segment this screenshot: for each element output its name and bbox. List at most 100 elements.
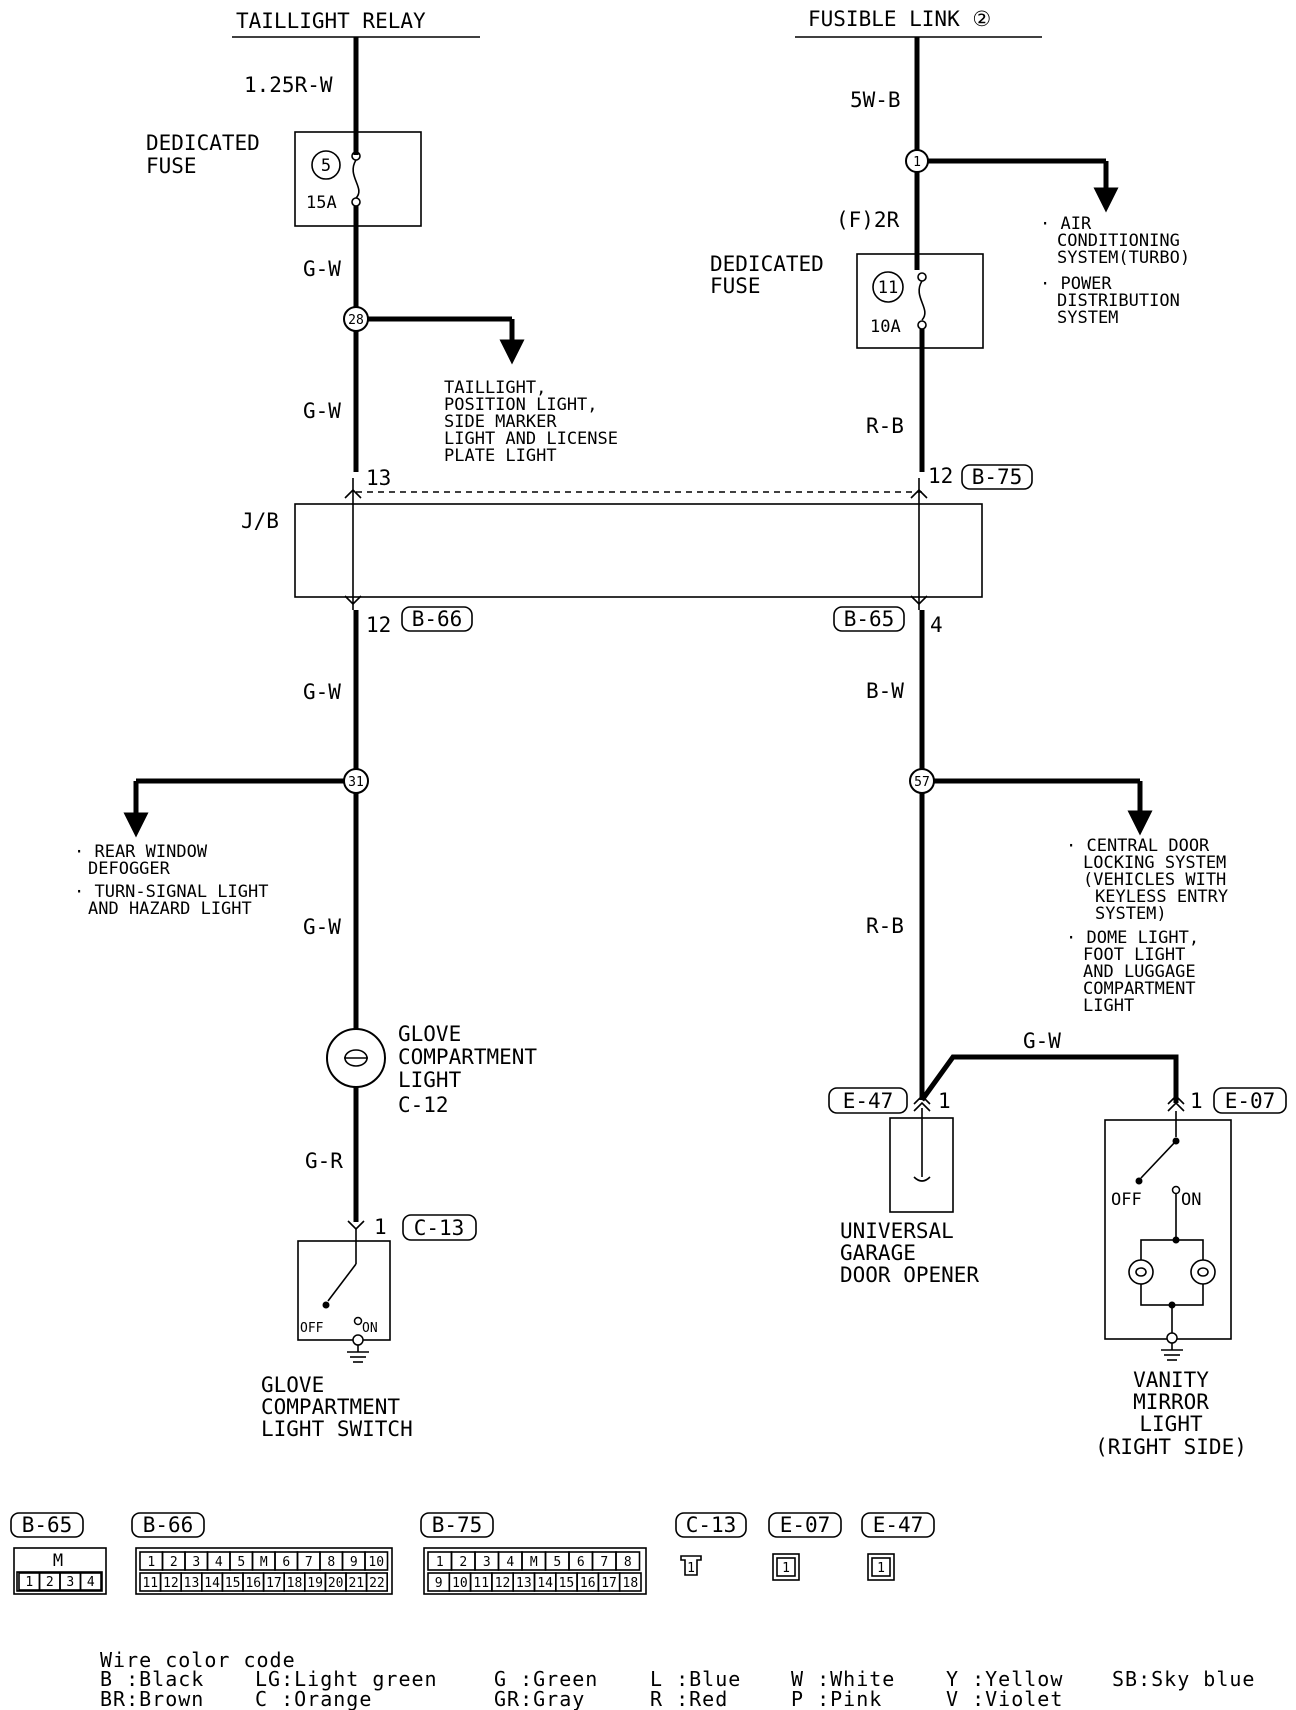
connector-c13: C-13 1 xyxy=(675,1512,747,1576)
b66-pin-15: 15 xyxy=(225,1576,241,1591)
splice-28-label: 28 xyxy=(348,313,364,328)
wire-label-right-top: 5W-B xyxy=(850,88,901,112)
b66-pin-4: 4 xyxy=(215,1555,223,1570)
legend-g: G :Green xyxy=(494,1667,598,1691)
vanity-connector: E-07 xyxy=(1225,1089,1276,1113)
b75-pin-7: 7 xyxy=(600,1555,608,1570)
vanity-mirror-light: 1 E-07 OFF ON VANITY MI xyxy=(1095,1087,1287,1459)
b65-pin-1: 1 xyxy=(25,1575,33,1590)
b66-pin-9: 9 xyxy=(350,1555,358,1570)
b66-pin-12: 12 xyxy=(163,1576,179,1591)
b75-pin-key: M xyxy=(530,1555,538,1570)
b66-pin-5: 5 xyxy=(237,1555,245,1570)
b75-pin-4: 4 xyxy=(506,1555,514,1570)
vanity-pin: 1 xyxy=(1190,1089,1203,1113)
jb-left-out-connector: B-66 xyxy=(412,607,463,631)
connector-c13-label: C-13 xyxy=(686,1513,737,1537)
branch-1-line-2: CONDITIONING xyxy=(1057,231,1180,251)
glove-light-line-4: C-12 xyxy=(398,1093,449,1117)
branch-central-door: · CENTRAL DOOR LOCKING SYSTEM (VEHICLES … xyxy=(1066,836,1228,1016)
branch-28-line-4: LIGHT AND LICENSE xyxy=(444,429,618,449)
vanity-off: OFF xyxy=(1111,1190,1142,1210)
b75-pin-16: 16 xyxy=(580,1576,596,1591)
wire-label-left-after-jb: G-W xyxy=(303,680,341,704)
b75-pin-15: 15 xyxy=(559,1576,575,1591)
branch-57-line-8: AND LUGGAGE xyxy=(1083,962,1196,982)
b65-pin-2: 2 xyxy=(46,1575,54,1590)
opener-line-1: UNIVERSAL xyxy=(840,1219,954,1243)
b66-pin-20: 20 xyxy=(328,1576,344,1591)
legend-sb: SB:Sky blue xyxy=(1112,1667,1255,1691)
vanity-line-3: LIGHT xyxy=(1139,1412,1203,1436)
glove-switch-on: ON xyxy=(362,1321,378,1336)
glove-compartment-light: GLOVE COMPARTMENT LIGHT C-12 xyxy=(326,1022,537,1117)
connector-e47: E-47 1 xyxy=(861,1512,935,1581)
branch-1-line-4: · POWER xyxy=(1040,274,1112,294)
b66-pin-19: 19 xyxy=(307,1576,323,1591)
left-fuse-rating: 15A xyxy=(306,193,337,213)
header-fusible-link: FUSIBLE LINK ② xyxy=(795,7,1042,38)
vanity-line-2: MIRROR xyxy=(1133,1390,1209,1414)
splice-57: 57 xyxy=(909,768,1153,836)
b66-pin-2: 2 xyxy=(170,1555,178,1570)
b75-pin-10: 10 xyxy=(452,1576,468,1591)
legend-w: W :White xyxy=(791,1667,895,1691)
left-fuse-number: 5 xyxy=(321,156,331,176)
b75-pin-3: 3 xyxy=(483,1555,491,1570)
connector-b65-key: M xyxy=(53,1551,63,1571)
wire-label-right-fuse-in: (F)2R xyxy=(836,208,900,232)
glove-switch-line-2: COMPARTMENT xyxy=(261,1395,400,1419)
b75-pin-18: 18 xyxy=(623,1576,639,1591)
glove-switch-line-1: GLOVE xyxy=(261,1373,324,1397)
b66-pin-key: M xyxy=(260,1555,268,1570)
right-fuse-label-2: FUSE xyxy=(710,274,761,298)
right-fuse-rating: 10A xyxy=(870,317,901,337)
universal-garage-door-opener: E-47 1 UNIVERSAL GARAGE DOOR OPENER xyxy=(828,1087,979,1287)
b66-pin-16: 16 xyxy=(245,1576,261,1591)
opener-connector: E-47 xyxy=(843,1089,894,1113)
b66-pin-17: 17 xyxy=(266,1576,282,1591)
b65-pin-4-cell xyxy=(79,1572,102,1591)
splice-1-label: 1 xyxy=(913,155,921,170)
b65-pin-4: 4 xyxy=(87,1575,95,1590)
jb-label: J/B xyxy=(241,509,279,533)
jb-left-out-pin: 12 xyxy=(366,613,391,637)
branch-57-line-5: SYSTEM) xyxy=(1095,904,1167,924)
splice-31: 31 xyxy=(123,768,369,838)
right-dedicated-fuse: DEDICATED FUSE 11 10A xyxy=(710,252,984,349)
jb-right-out-pin: 4 xyxy=(930,613,943,637)
right-fuse-number: 11 xyxy=(878,278,898,298)
left-fuse-label-2: FUSE xyxy=(146,154,197,178)
b66-pin-1: 1 xyxy=(147,1555,155,1570)
left-lower-circuit: G-W 31 · REAR WINDOW DEFOGGER · TURN-SIG… xyxy=(74,610,537,1441)
glove-light-line-3: LIGHT xyxy=(398,1068,462,1092)
legend-title: Wire color code xyxy=(100,1648,296,1672)
fusible-link-label: FUSIBLE LINK ② xyxy=(808,7,991,31)
b66-pin-7: 7 xyxy=(305,1555,313,1570)
b75-pin-9: 9 xyxy=(435,1576,443,1591)
legend-lg: LG:Light green xyxy=(255,1667,438,1691)
b66-pin-3: 3 xyxy=(192,1555,200,1570)
glove-compartment-switch: 1 C-13 OFF ON GLOVE COMPARTMENT LIGHT SW… xyxy=(261,1214,477,1441)
glove-switch-off: OFF xyxy=(300,1321,324,1336)
b75-pin-13: 13 xyxy=(516,1576,532,1591)
legend-y: Y :Yellow xyxy=(946,1667,1063,1691)
left-circuit: 1.25R-W DEDICATED FUSE 5 15A G-W 28 TAIL… xyxy=(146,37,618,472)
wire-label-right-after-jb: B-W xyxy=(866,679,904,703)
branch-28-line-2: POSITION LIGHT, xyxy=(444,395,598,415)
b75-pin-12: 12 xyxy=(495,1576,511,1591)
branch-57-line-10: LIGHT xyxy=(1083,996,1134,1016)
b66-pin-13: 13 xyxy=(184,1576,200,1591)
branch-1-line-3: SYSTEM(TURBO) xyxy=(1057,248,1190,268)
wire-label-left-top: 1.25R-W xyxy=(244,73,333,97)
branch-1-line-5: DISTRIBUTION xyxy=(1057,291,1180,311)
legend-l: L :Blue xyxy=(650,1667,741,1691)
taillight-relay-label: TAILLIGHT RELAY xyxy=(236,9,426,33)
branch-31-line-2: DEFOGGER xyxy=(88,859,171,879)
legend-r: R :Red xyxy=(650,1687,728,1710)
